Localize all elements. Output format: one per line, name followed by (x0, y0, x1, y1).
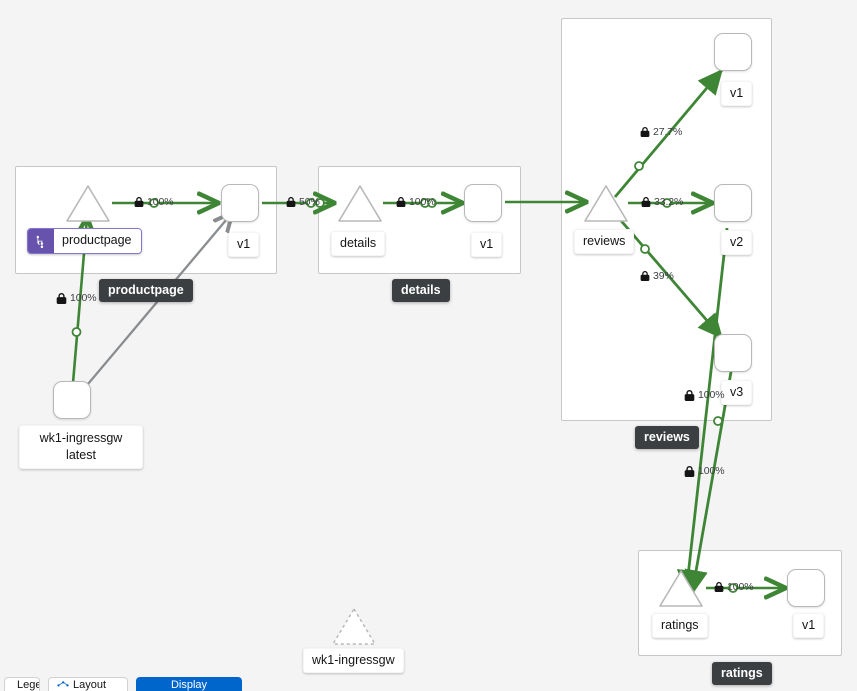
node-label-productpage-v1[interactable]: v1 (228, 232, 260, 257)
virtual-service-icon (28, 229, 54, 253)
edge-label-text: 39% (653, 270, 674, 282)
edge-label-text: 50% (299, 196, 320, 208)
node-reviews-v1[interactable] (714, 33, 752, 71)
edge-label-text: 100% (698, 465, 725, 477)
layout-button[interactable]: Layout (48, 677, 128, 691)
node-label-ratings-v1[interactable]: v1 (793, 613, 825, 638)
lock-icon (286, 197, 296, 207)
group-label-productpage[interactable]: productpage (99, 279, 193, 302)
edge-label-productpage-to-details: 50% (286, 196, 320, 208)
lock-icon (684, 465, 695, 477)
node-ratings-v1[interactable] (787, 569, 825, 607)
lock-icon (56, 292, 67, 304)
lock-icon (714, 582, 724, 592)
lock-icon (684, 389, 695, 401)
layout-label: Layout (73, 678, 107, 691)
edge-label-ingressgw-to-productpage: 100% (56, 292, 97, 304)
display-label: Display (170, 678, 208, 691)
node-ratings-service[interactable] (658, 569, 704, 609)
lock-icon (640, 127, 650, 137)
node-wk1-ingressgw-idle[interactable] (331, 607, 377, 647)
node-label-productpage-service[interactable]: productpage (27, 228, 142, 254)
node-label-reviews-service[interactable]: reviews (574, 229, 635, 254)
code-branch-glyph (36, 235, 43, 248)
edge-label-ratings-svc-to-v1: 100% (714, 581, 754, 593)
group-label-ratings[interactable]: ratings (712, 662, 772, 685)
node-reviews-v2[interactable] (714, 184, 752, 222)
node-details-v1[interactable] (464, 184, 502, 222)
edge-label-reviews-to-v1: 27.7% (640, 126, 682, 138)
node-label-wk1-ingressgw[interactable]: wk1-ingressgw latest (19, 425, 143, 469)
edge-label-ratings-extra: 100% (684, 465, 725, 477)
node-label-ratings-service[interactable]: ratings (652, 613, 708, 638)
legend-label: Legend (17, 678, 39, 691)
graph-toolbar[interactable]: Legend Layout Display (0, 677, 242, 691)
lock-icon (640, 271, 650, 281)
node-productpage-v1[interactable] (221, 184, 259, 222)
edge-label-text: 100% (70, 292, 97, 304)
legend-button[interactable]: Legend (4, 677, 40, 691)
node-label-reviews-v1[interactable]: v1 (721, 81, 753, 106)
group-label-details[interactable]: details (392, 279, 450, 302)
edge-label-details-svc-to-v1: 100% (396, 196, 436, 208)
node-label-reviews-v2[interactable]: v2 (721, 230, 753, 255)
edge-label-text: 100% (409, 196, 436, 208)
edge-label-text: 100% (698, 389, 725, 401)
lock-icon (134, 197, 144, 207)
lock-icon (396, 197, 406, 207)
node-details-service[interactable] (337, 184, 383, 224)
node-productpage-service[interactable] (65, 184, 111, 224)
node-label-details-v1[interactable]: v1 (471, 232, 503, 257)
edge-label-reviews-v3-to-ratings: 100% (684, 389, 725, 401)
node-reviews-service[interactable] (583, 184, 629, 224)
display-button[interactable]: Display (136, 677, 242, 691)
edge-label-text: 27.7% (653, 126, 683, 138)
edge-label-text: 100% (147, 196, 174, 208)
node-wk1-ingressgw[interactable] (53, 381, 91, 419)
group-label-reviews[interactable]: reviews (635, 426, 699, 449)
node-reviews-v3[interactable] (714, 334, 752, 372)
node-label-details-service[interactable]: details (331, 231, 386, 256)
node-label-wk1-ingressgw-idle[interactable]: wk1-ingressgw (303, 648, 404, 673)
edge-label-reviews-to-v2: 33.2% (641, 196, 683, 208)
lock-icon (641, 197, 651, 207)
edge-label-text: 33.2% (654, 196, 684, 208)
edge-label-text: 100% (727, 581, 754, 593)
edge-label-reviews-to-v3: 39% (640, 270, 674, 282)
topology-icon (57, 681, 69, 687)
node-label-reviews-v3[interactable]: v3 (721, 380, 753, 405)
node-label-text: productpage (54, 229, 141, 253)
edge-label-productpage-svc-to-v1: 100% (134, 196, 174, 208)
